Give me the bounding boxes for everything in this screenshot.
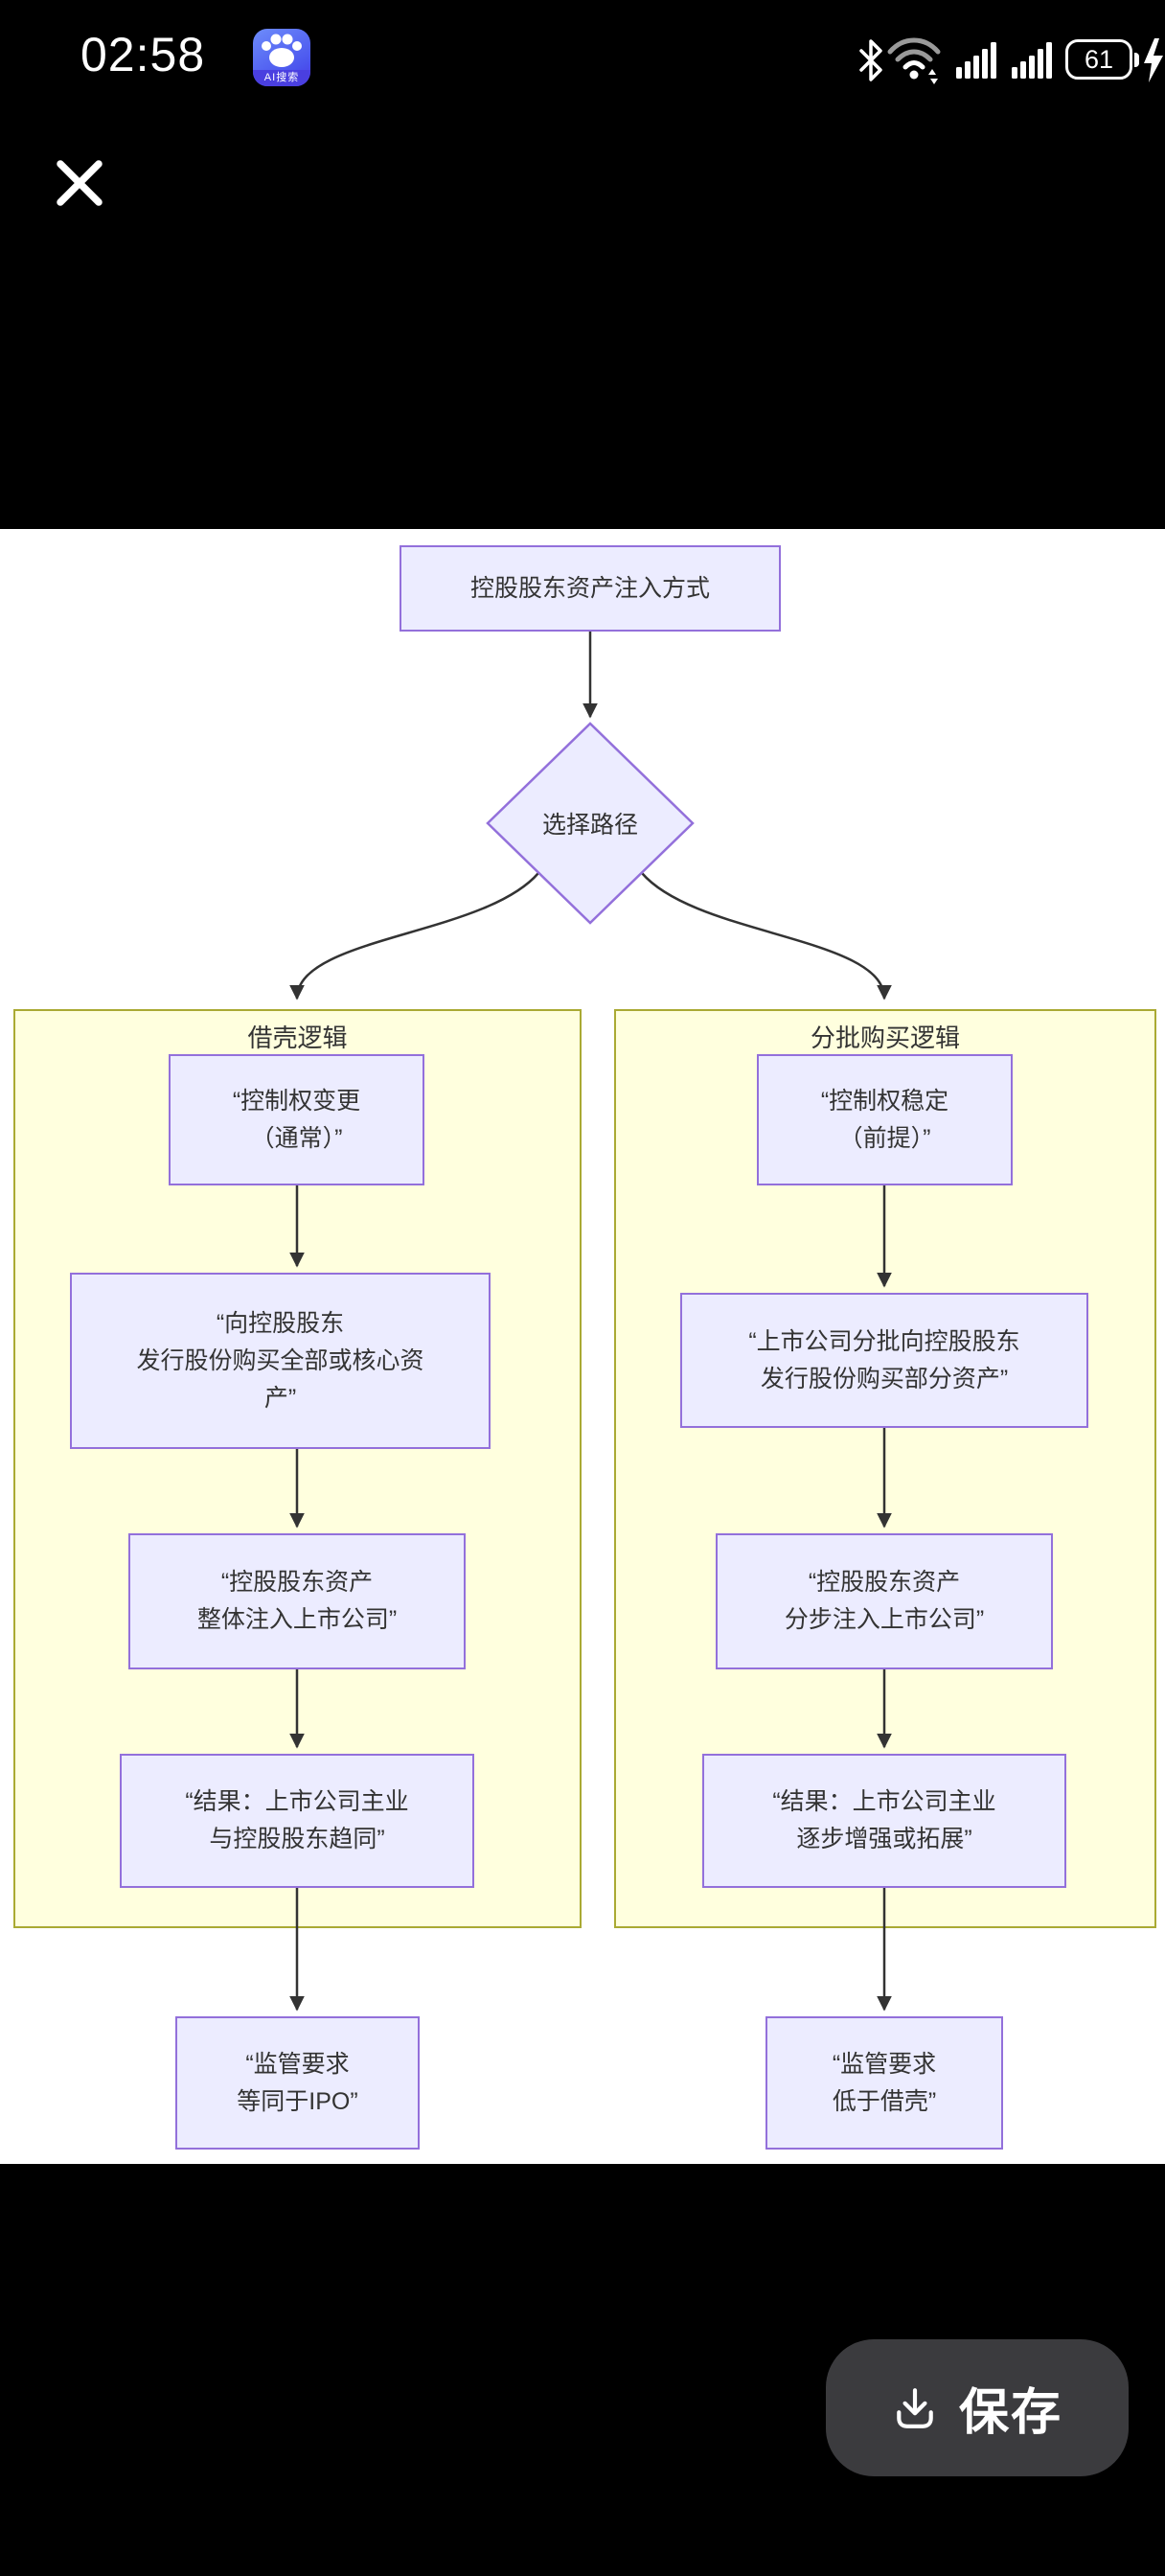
- save-button[interactable]: 保存: [826, 2339, 1129, 2476]
- node-step: “结果：上市公司主业 与控股股东趋同”: [120, 1754, 474, 1888]
- decision-diamond: [486, 722, 695, 925]
- battery-percent: 61: [1084, 44, 1114, 74]
- flowchart-edges: [289, 632, 892, 2012]
- battery-icon: 61: [1065, 39, 1132, 80]
- node-result-right: “监管要求 低于借壳”: [765, 2016, 1003, 2150]
- download-icon: [897, 2387, 933, 2428]
- close-icon: [57, 160, 103, 206]
- node-step: “控股股东资产 整体注入上市公司”: [128, 1533, 466, 1669]
- baidu-app-icon: AI搜索: [253, 29, 310, 86]
- cell-signal-icon: [956, 42, 996, 79]
- node-step: “结果：上市公司主业 逐步增强或拓展”: [702, 1754, 1066, 1888]
- bluetooth-icon: [859, 39, 882, 81]
- group-title: 分批购买逻辑: [810, 1024, 960, 1052]
- battery-cap: [1134, 53, 1139, 67]
- app-badge-label: AI搜索: [253, 70, 310, 86]
- node-root: 控股股东资产注入方式: [400, 545, 781, 632]
- clock: 02:58: [80, 28, 206, 81]
- status-bar: 02:58 AI搜索: [0, 0, 1165, 119]
- node-decision: 选择路径: [541, 812, 638, 839]
- group-title: 借壳逻辑: [247, 1024, 348, 1052]
- wifi-icon: [887, 37, 941, 84]
- close-button[interactable]: [50, 153, 109, 213]
- paw-icon: [262, 34, 302, 67]
- node-step: “控股股东资产 分步注入上市公司”: [716, 1533, 1053, 1669]
- flowchart-image: 借壳逻辑 分批购买逻辑 控股股东资产注入方式 选择路径 “控制权变更 （通常）”: [0, 529, 1165, 2164]
- node-step: “控制权稳定 （前提）”: [757, 1054, 1013, 1185]
- node-step: “控制权变更 （通常）”: [169, 1054, 424, 1185]
- node-step: “上市公司分批向控股股东 发行股份购买部分资产”: [680, 1293, 1088, 1428]
- charging-bolt-icon: [1144, 38, 1163, 82]
- cell-signal-icon: [1012, 42, 1052, 79]
- node-step: “向控股股东 发行股份购买全部或核心资 产”: [70, 1273, 491, 1449]
- node-result-left: “监管要求 等同于IPO”: [175, 2016, 420, 2150]
- save-button-label: 保存: [958, 2385, 1062, 2441]
